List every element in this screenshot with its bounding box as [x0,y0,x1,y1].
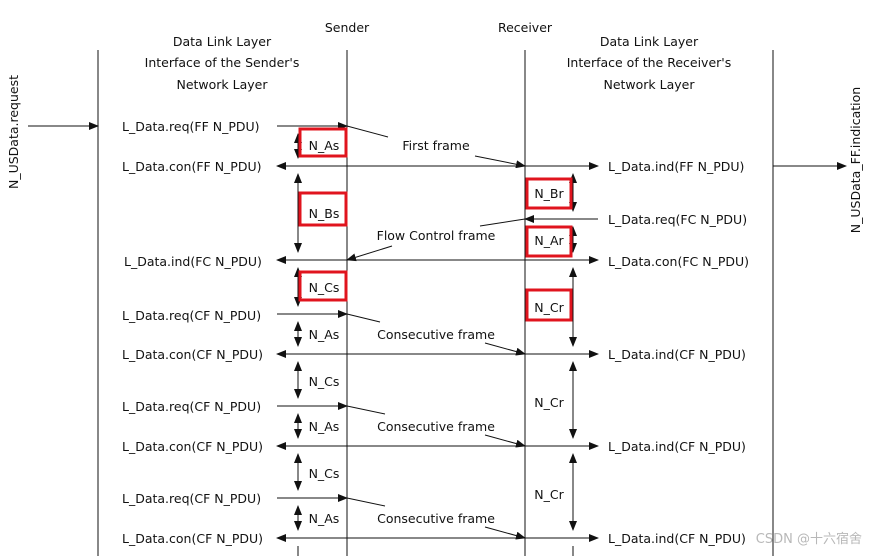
cf2-arrow-a [346,405,386,415]
sender-timer-1: N_As [309,138,340,153]
highlight-box-n-br [525,177,573,210]
receiver-primitive-1: L_Data.ind(FF N_PDU) [608,159,744,174]
sender-primitive-6: L_Data.req(CF N_PDU) [122,399,261,414]
sender-timer-2: N_Bs [309,206,340,221]
cf3-arrow-a [346,497,386,507]
receiver-dll-title-line3: Network Layer [603,77,695,92]
right-side-label: N_USData_FF.indication [848,87,863,233]
sender-timer-4: N_As [309,327,340,342]
watermark-text: CSDN @十六宿舍 [756,531,862,547]
sender-primitive-5: L_Data.con(CF N_PDU) [122,347,263,362]
flow-control-arrow-head [479,218,526,227]
sender-primitive-4: L_Data.req(CF N_PDU) [122,308,261,323]
receiver-primitive-6: L_Data.ind(CF N_PDU) [608,531,746,546]
sender-dll-title-line1: Data Link Layer [173,34,272,49]
sender-timer-7: N_Cs [309,466,340,481]
receiver-primitive-3: L_Data.con(FC N_PDU) [608,254,749,269]
first-frame-arrow-tail [474,155,526,169]
first-frame-arrow [346,125,389,138]
frame-label-consecutive-1: Consecutive frame [377,327,495,342]
highlight-box-n-as [298,127,348,158]
cf2-arrow-b [484,434,526,448]
frame-label-first: First frame [402,138,470,153]
sender-timer-8: N_As [309,511,340,526]
sender-title: Sender [325,20,370,35]
sender-primitive-2: L_Data.con(FF N_PDU) [122,159,262,174]
receiver-timer-3: N_Cr [534,300,564,315]
receiver-timer-1: N_Br [534,186,564,201]
sender-timer-3: N_Cs [309,280,340,295]
sender-primitive-1: L_Data.req(FF N_PDU) [122,119,260,134]
frame-label-consecutive-2: Consecutive frame [377,419,495,434]
sender-primitive-3: L_Data.ind(FC N_PDU) [124,254,262,269]
cf3-arrow-b [484,526,526,540]
receiver-timer-4: N_Cr [534,395,564,410]
sender-timer-6: N_As [309,419,340,434]
flow-control-arrow-tail [346,245,393,262]
sender-primitive-9: L_Data.con(CF N_PDU) [122,531,263,546]
receiver-primitive-4: L_Data.ind(CF N_PDU) [608,347,746,362]
frame-label-flow-control: Flow Control frame [377,228,496,243]
receiver-primitive-2: L_Data.req(FC N_PDU) [608,212,747,227]
cf1-arrow-b [484,342,526,356]
sender-timer-5: N_Cs [309,374,340,389]
highlight-box-n-cs [298,270,348,302]
highlight-box-n-cr [525,288,573,322]
frame-label-consecutive-3: Consecutive frame [377,511,495,526]
receiver-timer-2: N_Ar [534,233,564,248]
receiver-title: Receiver [498,20,553,35]
sender-dll-title-line2: Interface of the Sender's [145,55,300,70]
left-side-label: N_USData.request [6,75,21,189]
sender-primitive-8: L_Data.req(CF N_PDU) [122,491,261,506]
receiver-dll-title-line1: Data Link Layer [600,34,699,49]
receiver-primitive-5: L_Data.ind(CF N_PDU) [608,439,746,454]
highlight-box-n-bs [298,191,348,227]
sender-dll-title-line3: Network Layer [176,77,268,92]
highlight-box-n-ar [525,225,573,258]
receiver-timer-5: N_Cr [534,487,564,502]
sender-primitive-7: L_Data.con(CF N_PDU) [122,439,263,454]
receiver-dll-title-line2: Interface of the Receiver's [567,55,731,70]
cf1-arrow-a [346,313,381,323]
